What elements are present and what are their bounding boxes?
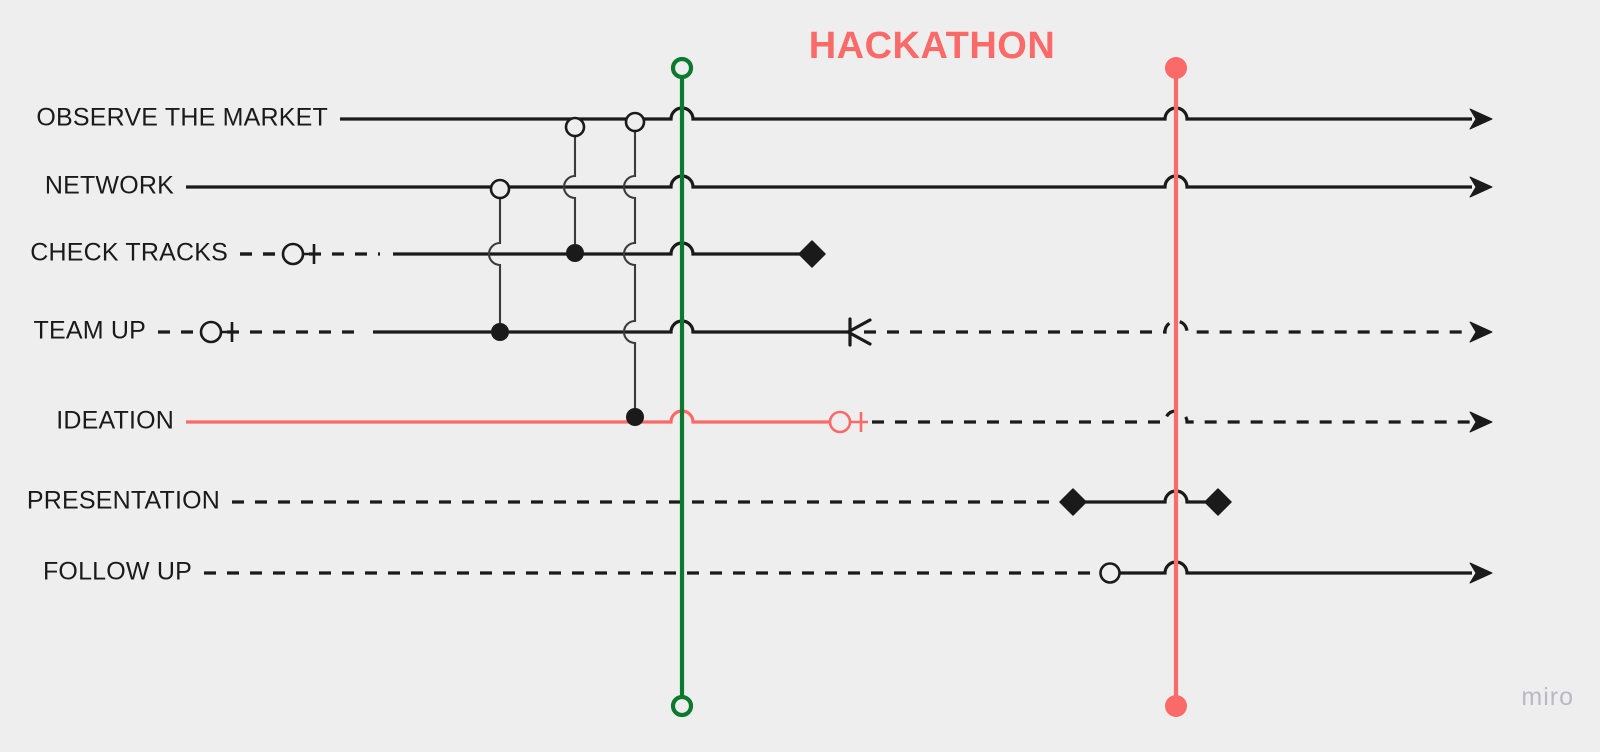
dependency-target-circle-2 <box>626 408 644 426</box>
end-marker-arrow-6 <box>1469 562 1493 584</box>
milestone-cap-bottom-0[interactable] <box>670 694 694 718</box>
mid-marker-circle-plus-4-circle <box>828 410 852 434</box>
dependency-connectors-group <box>488 111 646 426</box>
row-label-1: NETWORK <box>45 172 174 200</box>
milestone-hackathon-start[interactable] <box>670 56 694 718</box>
dependency-connector <box>488 178 511 341</box>
start-marker-circle-plus-3 <box>199 320 239 344</box>
mid-marker-diamond-5 <box>1059 488 1087 516</box>
row-line-dashed-tail-4 <box>872 409 1472 424</box>
end-marker-arrow-4 <box>1469 411 1493 433</box>
dependency-source-circle-0 <box>489 178 511 200</box>
milestone-cap-top-0[interactable] <box>670 56 694 80</box>
row-line-solid-6 <box>1110 560 1472 575</box>
start-marker-circle-plus-2-circle <box>281 242 305 266</box>
end-marker-diamond-5 <box>1204 488 1232 516</box>
milestone-hackathon-end[interactable] <box>1165 57 1187 717</box>
milestone-cap-bottom-1[interactable] <box>1165 695 1187 717</box>
timeline-row: CHECK TRACKS <box>30 239 826 268</box>
dependency-connector <box>623 111 646 426</box>
milestones-group <box>670 56 1187 718</box>
row-label-0: OBSERVE THE MARKET <box>36 104 328 132</box>
milestone-cap-top-1[interactable] <box>1165 57 1187 79</box>
end-marker-arrow-6-head <box>1469 562 1493 584</box>
row-label-2: CHECK TRACKS <box>30 239 228 267</box>
row-label-6: FOLLOW UP <box>43 558 192 586</box>
dependency-connector <box>563 116 586 262</box>
row-line-dashed-tail-3 <box>864 319 1472 334</box>
dependency-source-circle-2 <box>624 111 646 133</box>
dependency-target-circle-1 <box>566 244 584 262</box>
row-line-red-4 <box>186 409 829 424</box>
row-label-4: IDEATION <box>56 407 174 435</box>
end-marker-arrow-3-head <box>1469 321 1493 343</box>
end-marker-arrow-0 <box>1469 108 1493 130</box>
timeline-row: PRESENTATION <box>27 487 1232 516</box>
mid-marker-circle-6 <box>1099 562 1121 584</box>
end-marker-arrow-4-head <box>1469 411 1493 433</box>
start-marker-circle-plus-2 <box>281 242 321 266</box>
row-line-solid-3 <box>373 319 850 334</box>
miro-watermark: miro <box>1521 683 1574 711</box>
row-label-3: TEAM UP <box>33 317 146 345</box>
row-label-5: PRESENTATION <box>27 487 220 515</box>
start-marker-circle-plus-3-circle <box>199 320 223 344</box>
timeline-row: FOLLOW UP <box>43 558 1493 586</box>
mid-marker-reverse-arrow-3-head <box>846 318 872 346</box>
row-line-solid-0 <box>340 106 1472 121</box>
end-marker-arrow-0-head <box>1469 108 1493 130</box>
timeline-row: IDEATION <box>56 407 1493 435</box>
dependency-line-1 <box>563 136 577 244</box>
end-marker-diamond-2 <box>798 240 826 268</box>
mid-marker-reverse-arrow-3 <box>846 317 872 347</box>
mid-marker-circle-plus-4 <box>828 410 868 434</box>
row-line-solid-5 <box>1073 489 1218 504</box>
timeline-row: NETWORK <box>45 172 1493 200</box>
row-line-solid-2 <box>393 241 812 256</box>
dependency-source-circle-1 <box>564 116 586 138</box>
row-line-solid-1 <box>186 174 1472 189</box>
end-marker-arrow-1-head <box>1469 176 1493 198</box>
timeline-row: OBSERVE THE MARKET <box>36 104 1493 132</box>
page-title: HACKATHON <box>809 25 1056 67</box>
dependency-line-2 <box>623 131 637 408</box>
end-marker-arrow-3 <box>1469 321 1493 343</box>
rows-group: OBSERVE THE MARKET NETWORK CHECK TRACKS TEA… <box>27 104 1493 586</box>
timeline-row: TEAM UP <box>33 317 1493 347</box>
dependency-line-0 <box>488 198 502 323</box>
dependency-target-circle-0 <box>491 323 509 341</box>
end-marker-arrow-1 <box>1469 176 1493 198</box>
